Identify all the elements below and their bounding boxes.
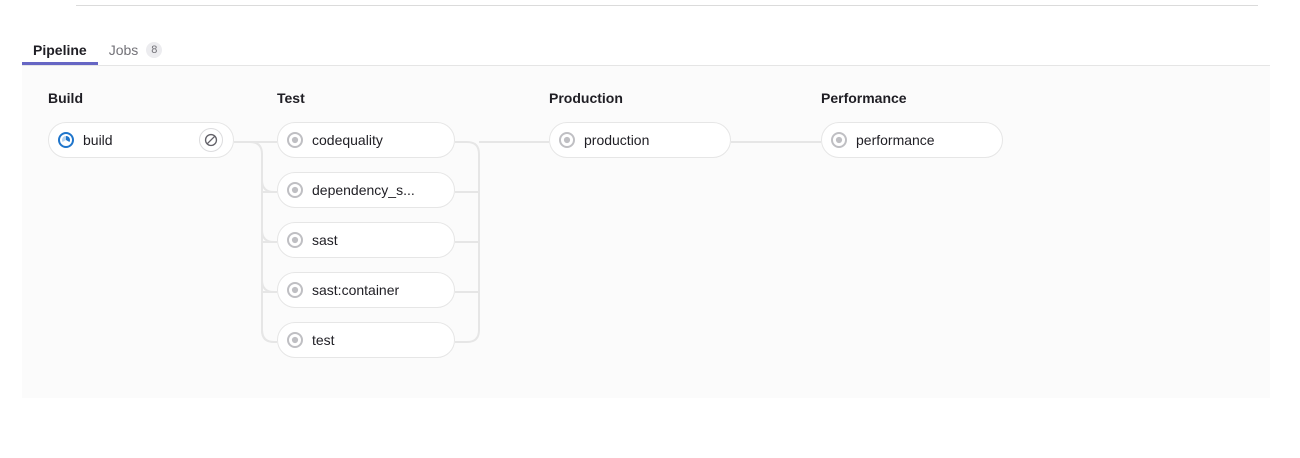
job-codequality[interactable]: codequality (277, 122, 455, 158)
job-name-build: build (83, 132, 113, 148)
job-name-codequality: codequality (312, 132, 383, 148)
tab-pipeline[interactable]: Pipeline (22, 22, 98, 65)
pipeline-graph-panel: Build build (22, 66, 1270, 398)
job-test[interactable]: test (277, 322, 455, 358)
stage-title-production: Production (549, 90, 623, 106)
stage-build: Build build (48, 90, 234, 158)
job-performance[interactable]: performance (821, 122, 1003, 158)
tab-jobs-label: Jobs (108, 41, 139, 58)
job-name-test: test (312, 332, 335, 348)
stage-title-test: Test (277, 90, 305, 106)
stage-jobs-production: production (549, 122, 731, 158)
status-created-icon (287, 332, 303, 348)
tab-pipeline-label: Pipeline (33, 41, 87, 58)
status-created-icon (287, 182, 303, 198)
stage-production: Production production (549, 90, 731, 158)
job-sast-container[interactable]: sast:container (277, 272, 455, 308)
status-running-icon (58, 132, 74, 148)
job-name-dependency-scanning: dependency_s... (312, 182, 415, 198)
status-created-icon (287, 132, 303, 148)
tab-jobs[interactable]: Jobs 8 (98, 22, 174, 65)
stage-title-performance: Performance (821, 90, 907, 106)
job-production[interactable]: production (549, 122, 731, 158)
job-name-production: production (584, 132, 650, 148)
top-divider (76, 5, 1258, 6)
stage-test: Test codequality depende (277, 90, 455, 358)
status-created-icon (559, 132, 575, 148)
status-created-icon (287, 282, 303, 298)
stage-title-build: Build (48, 90, 83, 106)
stage-jobs-build: build (48, 122, 234, 158)
cancel-icon (204, 133, 218, 147)
pipeline-detail-tabs: Pipeline Jobs 8 (22, 22, 1270, 66)
stage-jobs-test: codequality dependency_s... (277, 122, 455, 358)
job-build[interactable]: build (48, 122, 234, 158)
stage-performance: Performance performance (821, 90, 1003, 158)
stage-jobs-performance: performance (821, 122, 1003, 158)
tab-jobs-count-badge: 8 (146, 41, 163, 58)
status-created-icon (287, 232, 303, 248)
cancel-job-button[interactable] (199, 128, 223, 152)
job-sast[interactable]: sast (277, 222, 455, 258)
job-dependency-scanning[interactable]: dependency_s... (277, 172, 455, 208)
job-name-sast-container: sast:container (312, 282, 400, 298)
job-name-sast: sast (312, 232, 338, 248)
status-created-icon (831, 132, 847, 148)
job-name-performance: performance (856, 132, 935, 148)
